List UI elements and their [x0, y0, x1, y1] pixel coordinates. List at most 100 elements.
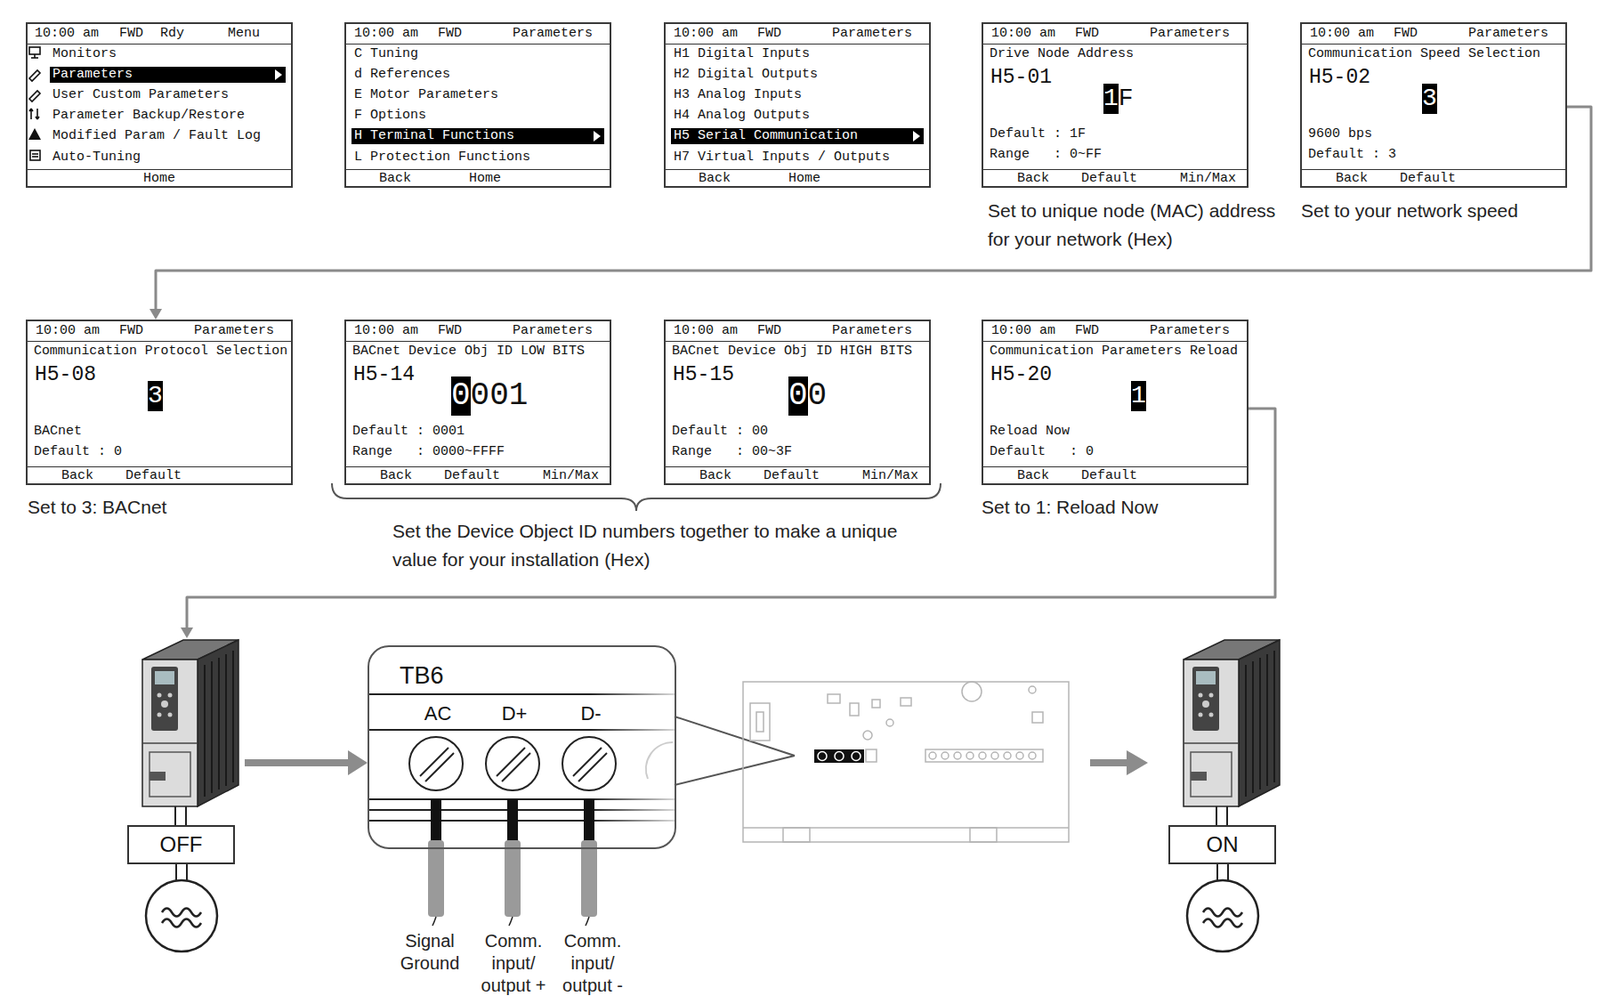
softkey-label: Back: [379, 468, 413, 485]
lcd-screen: 10:00 amFWDParametersDrive Node AddressH…: [981, 22, 1249, 188]
header-rule: [27, 43, 291, 45]
status-bar-text: FWD: [1393, 25, 1418, 42]
menu-line: Default : 0: [989, 444, 1094, 461]
menu-line: User Custom Parameters: [52, 87, 229, 104]
status-bar-text: Parameters: [1468, 25, 1549, 42]
status-bar-text: Parameters: [1149, 25, 1230, 42]
status-bar-text: Parameters: [1149, 323, 1230, 340]
selected-menu-line: Parameters: [49, 66, 286, 83]
header-rule: [346, 43, 610, 45]
menu-line: BACnet Device Obj ID LOW BITS: [352, 343, 585, 360]
softkey-label: Default: [1081, 468, 1138, 485]
status-bar-text: 10:00 am: [354, 323, 419, 340]
menu-line: Range : 0~FF: [989, 146, 1102, 163]
menu-line: Modified Param / Fault Log: [52, 128, 261, 145]
connector-line: [155, 106, 1592, 310]
connector-line: [186, 408, 1276, 629]
flow-connector: [149, 106, 1592, 320]
terminal-callout: TB6ACD+D-: [367, 645, 677, 849]
softkey-label: Back: [61, 468, 94, 485]
softkey-label: Back: [1017, 468, 1050, 485]
status-bar-text: 10:00 am: [673, 25, 738, 42]
header-rule: [983, 43, 1247, 45]
softkey-label: Back: [1335, 170, 1368, 187]
footer-rule: [27, 169, 291, 170]
header-rule: [1301, 43, 1566, 45]
instruction-caption: Set the Device Object ID numbers togethe…: [392, 517, 905, 574]
menu-line: Monitors: [52, 46, 117, 63]
status-bar-text: 10:00 am: [991, 323, 1056, 340]
status-bar-text: 10:00 am: [34, 25, 99, 42]
softkey-label: Default: [1399, 170, 1456, 187]
parameter-value: 001: [470, 376, 529, 415]
select-arrow-head: [593, 130, 601, 142]
value-cursor-digit: 1: [1103, 83, 1119, 114]
menu-line: H3 Analog Inputs: [673, 87, 802, 104]
status-bar-text: FWD: [437, 25, 462, 42]
header-rule: [665, 340, 930, 342]
status-bar-text: Parameters: [193, 323, 275, 340]
softkey-label: Home: [788, 170, 821, 187]
terminal-name: D+: [501, 702, 528, 726]
menu-line: Communication Protocol Selection: [33, 343, 288, 360]
softkey-label: Home: [468, 170, 502, 187]
drive-state: OFF: [160, 832, 203, 858]
status-bar-text: FWD: [437, 323, 462, 340]
softkey-label: Back: [699, 468, 732, 485]
wire-label: Signal Ground: [388, 929, 471, 975]
footer-rule: [1301, 169, 1566, 170]
menu-line: Default : 1F: [989, 126, 1086, 143]
status-bar-text: Parameters: [832, 25, 913, 42]
menu-line: Default : 3: [1308, 146, 1397, 163]
menu-line: BACnet Device Obj ID HIGH BITS: [671, 343, 913, 360]
select-arrow: [593, 130, 601, 142]
header-rule: [665, 43, 930, 45]
parameter-number: H5-15: [672, 363, 735, 388]
status-bar-text: 10:00 am: [354, 25, 419, 42]
parameter-number: H5-02: [1309, 65, 1371, 91]
menu-line: Range : 0000~FFFF: [352, 444, 505, 461]
status-bar-text: 10:00 am: [35, 323, 100, 340]
parameter-number: H5-01: [990, 65, 1052, 91]
value-cursor-digit: 0: [788, 376, 809, 415]
lcd-screen: 10:00 am FWD ParametersCommunication Speed…: [1300, 22, 1568, 188]
softkey-label: Default: [763, 468, 820, 485]
arrow-head: [347, 750, 368, 776]
menu-line: Communication Speed Selection: [1308, 46, 1541, 63]
select-arrow-head: [274, 69, 283, 81]
softkey-label: Back: [1017, 170, 1050, 187]
footer-rule: [346, 169, 610, 170]
drive-state: ON: [1206, 832, 1239, 858]
menu-line: d References: [354, 66, 451, 83]
value-cursor-digit: 3: [147, 380, 163, 412]
menu-line: H1 Digital Inputs: [673, 46, 810, 63]
status-bar-text: Parameters: [512, 25, 593, 42]
value-cursor-digit: 0: [451, 376, 471, 415]
lcd-screen: 10:00 amFWDParametersCommunication Proto…: [25, 319, 293, 485]
drive-unit: OFF: [127, 638, 245, 865]
softkey-label: Back: [379, 170, 412, 187]
lcd-screen: 10:00 amFWDParametersBACnet Device Obj I…: [344, 319, 612, 485]
wire-label: Comm. input/ output -: [551, 929, 634, 997]
softkey-label: Min/Max: [1179, 170, 1237, 187]
value-cursor-digit: 1: [1131, 380, 1147, 412]
menu-line: L Protection Functions: [354, 149, 531, 166]
parameter-number: H5-14: [353, 363, 415, 388]
status-bar-text: Menu: [227, 25, 260, 42]
menu-line: Communication Parameters Reload: [989, 343, 1238, 360]
parameter-value: F: [1118, 83, 1134, 114]
drive-unit: ON: [1168, 638, 1286, 865]
instruction-caption: Set to 3: BACnet: [27, 492, 295, 522]
softkey-label: Default: [125, 468, 182, 485]
select-arrow: [913, 130, 921, 142]
instruction-caption: Set to unique node (MAC) address for you…: [987, 196, 1291, 253]
menu-line: Reload Now: [989, 423, 1070, 440]
menu-line: Auto-Tuning: [52, 149, 141, 166]
menu-line: H2 Digital Outputs: [673, 66, 818, 83]
menu-line: BACnet: [33, 423, 82, 440]
softkey-label: Default: [1081, 170, 1138, 187]
softkey-label: Back: [698, 170, 731, 187]
status-bar-text: 10:00 am: [1309, 25, 1374, 42]
status-bar-text: FWD: [1074, 323, 1099, 340]
